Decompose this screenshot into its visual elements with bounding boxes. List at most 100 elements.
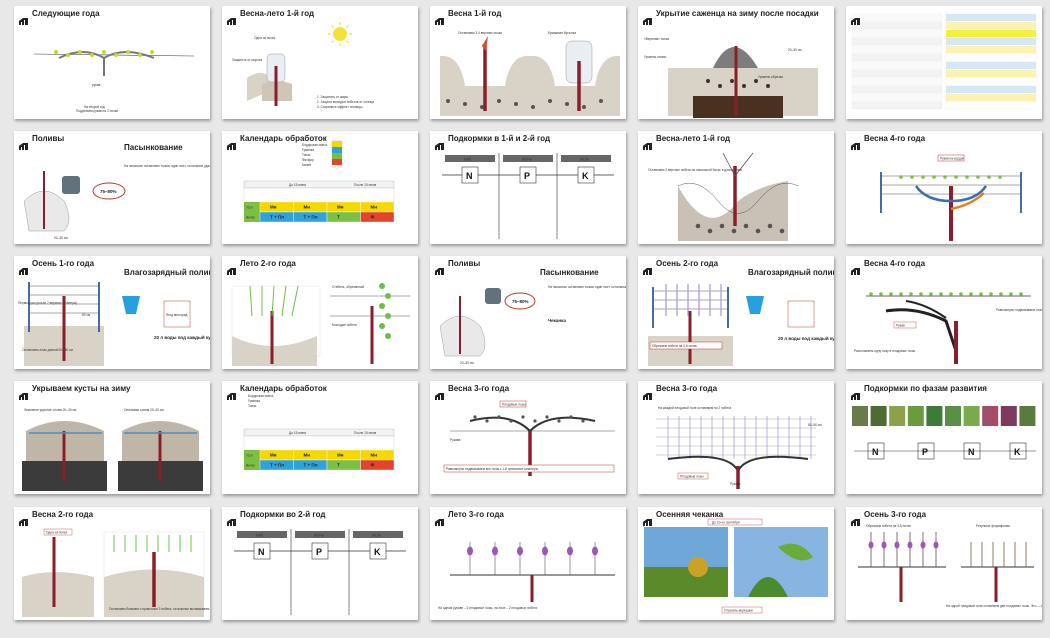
slide-illustration: Бордоская смесьГуминкаТопазФосфорКалийДо… xyxy=(243,140,395,223)
svg-text:Фосфор: Фосфор xyxy=(302,158,314,162)
slide-thumbnail[interactable]: На каждой плодовой лозе оставляем по 2 п… xyxy=(638,381,834,494)
svg-text:20 л воды под каждый куст: 20 л воды под каждый куст xyxy=(154,334,210,340)
svg-text:Отрезать верхушки: Отрезать верхушки xyxy=(724,609,753,613)
slide-thumbnail[interactable]: Земляное укрытие слоем 20–30 см Опилками … xyxy=(14,381,210,494)
svg-text:Ф: Ф xyxy=(371,463,375,468)
svg-text:ИЮНЬ: ИЮНЬ xyxy=(522,158,532,162)
vineyard-logo-icon xyxy=(19,262,28,275)
svg-text:Т + Пл: Т + Пл xyxy=(304,215,318,220)
svg-text:Гуминка: Гуминка xyxy=(248,399,260,403)
vineyard-logo-icon xyxy=(19,137,28,150)
svg-text:Рукава: Рукава xyxy=(730,482,741,486)
slide-title: Календарь обработок xyxy=(240,134,327,143)
vineyard-logo-icon xyxy=(851,387,860,400)
svg-text:Чеканка: Чеканка xyxy=(548,318,566,323)
svg-text:Бордоская смесь: Бордоская смесь xyxy=(248,394,274,398)
svg-text:После 15 июня: После 15 июня xyxy=(354,431,377,435)
svg-text:Мн: Мн xyxy=(371,205,378,210)
svg-text:МАЙ: МАЙ xyxy=(256,534,264,538)
slide-subtitle: Влагозарядный полив xyxy=(124,268,210,277)
slide-thumbnail[interactable]: Первый раз (после 7 верхних шпалеры)50 с… xyxy=(14,256,210,369)
slide-title: Укрываем кусты на зиму xyxy=(32,384,131,393)
svg-text:Мн: Мн xyxy=(270,453,277,458)
svg-text:Топаз: Топаз xyxy=(248,404,257,408)
svg-text:Плодовые лозы: Плодовые лозы xyxy=(680,475,704,479)
svg-text:Первый раз (после 7 верхних шп: Первый раз (после 7 верхних шпалеры) xyxy=(18,301,77,305)
svg-text:На второй год: На второй год xyxy=(84,105,105,109)
vineyard-logo-icon xyxy=(851,12,860,25)
slide-title: Лето 2-го года xyxy=(240,259,296,268)
svg-text:Т + Пл: Т + Пл xyxy=(270,463,284,468)
svg-text:Защитить от мороза: Защитить от мороза xyxy=(232,58,262,62)
slide-thumbnail[interactable]: 75–80%На пасынках оставляем только один … xyxy=(14,131,210,244)
svg-text:N: N xyxy=(968,447,975,457)
svg-text:Бумажная бутылка: Бумажная бутылка xyxy=(548,31,576,35)
svg-text:P: P xyxy=(922,447,928,457)
slide-title: Осень 3-го года xyxy=(864,510,927,519)
svg-text:Обрезаем побеги на 4-5 почек: Обрезаем побеги на 4-5 почек xyxy=(652,344,698,348)
vineyard-logo-icon xyxy=(851,262,860,275)
svg-text:До 10–го сентября: До 10–го сентября xyxy=(712,521,740,525)
vineyard-logo-icon xyxy=(851,513,860,526)
svg-text:Калий: Калий xyxy=(302,163,311,167)
svg-text:До 15 июня: До 15 июня xyxy=(289,183,306,187)
svg-text:Мн: Мн xyxy=(270,205,277,210)
slide-illustration: На каждой плодовой лозе оставляем по 2 п… xyxy=(656,406,822,489)
svg-text:Равномерно подвязываем лозы на: Равномерно подвязываем лозы на 1-й прово… xyxy=(996,308,1042,312)
svg-text:Подрезаем рукав на 2 почки: Подрезаем рукав на 2 почки xyxy=(76,109,118,113)
svg-text:Опилками слоем 20–30 см: Опилками слоем 20–30 см xyxy=(124,408,164,412)
vineyard-logo-icon xyxy=(227,137,236,150)
slide-illustration xyxy=(851,13,1037,110)
svg-text:K: K xyxy=(374,547,381,557)
svg-text:Земляное укрытие слоем 20–30 с: Земляное укрытие слоем 20–30 см xyxy=(24,408,76,412)
svg-text:Уровень почвы: Уровень почвы xyxy=(644,55,667,59)
slide-subtitle: Пасынкование xyxy=(540,268,599,277)
slide-title: Весна 3-го года xyxy=(448,384,510,393)
svg-text:Вечер: Вечер xyxy=(246,216,255,220)
svg-text:75–80%: 75–80% xyxy=(100,189,117,194)
svg-text:Мн: Мн xyxy=(371,453,378,458)
vineyard-logo-icon xyxy=(435,12,444,25)
vineyard-logo-icon xyxy=(435,137,444,150)
vineyard-logo-icon xyxy=(851,137,860,150)
slide-thumbnail[interactable]: Оставляем 2 верхних побега на начальной … xyxy=(638,131,834,244)
slide-title: Весна 1-й год xyxy=(448,9,502,18)
svg-text:Мн: Мн xyxy=(337,453,344,458)
slide-thumbnail[interactable]: На одном рукаве – 2 плодовые лозы, на ло… xyxy=(430,507,626,620)
svg-text:Располагаем одну лозу в плодов: Располагаем одну лозу в плодовые лозы xyxy=(854,349,916,353)
svg-text:K: K xyxy=(1014,447,1021,457)
slide-title: Лето 3-го года xyxy=(448,510,504,519)
slide-title: Осень 2-го года xyxy=(656,259,719,268)
slide-thumbnail[interactable] xyxy=(846,6,1042,119)
svg-text:3. Сохранить эффект теплицы: 3. Сохранить эффект теплицы xyxy=(317,105,363,109)
slide-illustration: 75–80%На пасынках оставляем только один … xyxy=(23,164,210,240)
slide-illustration: Оставляем 2 верхних побега на начальной … xyxy=(648,152,799,241)
